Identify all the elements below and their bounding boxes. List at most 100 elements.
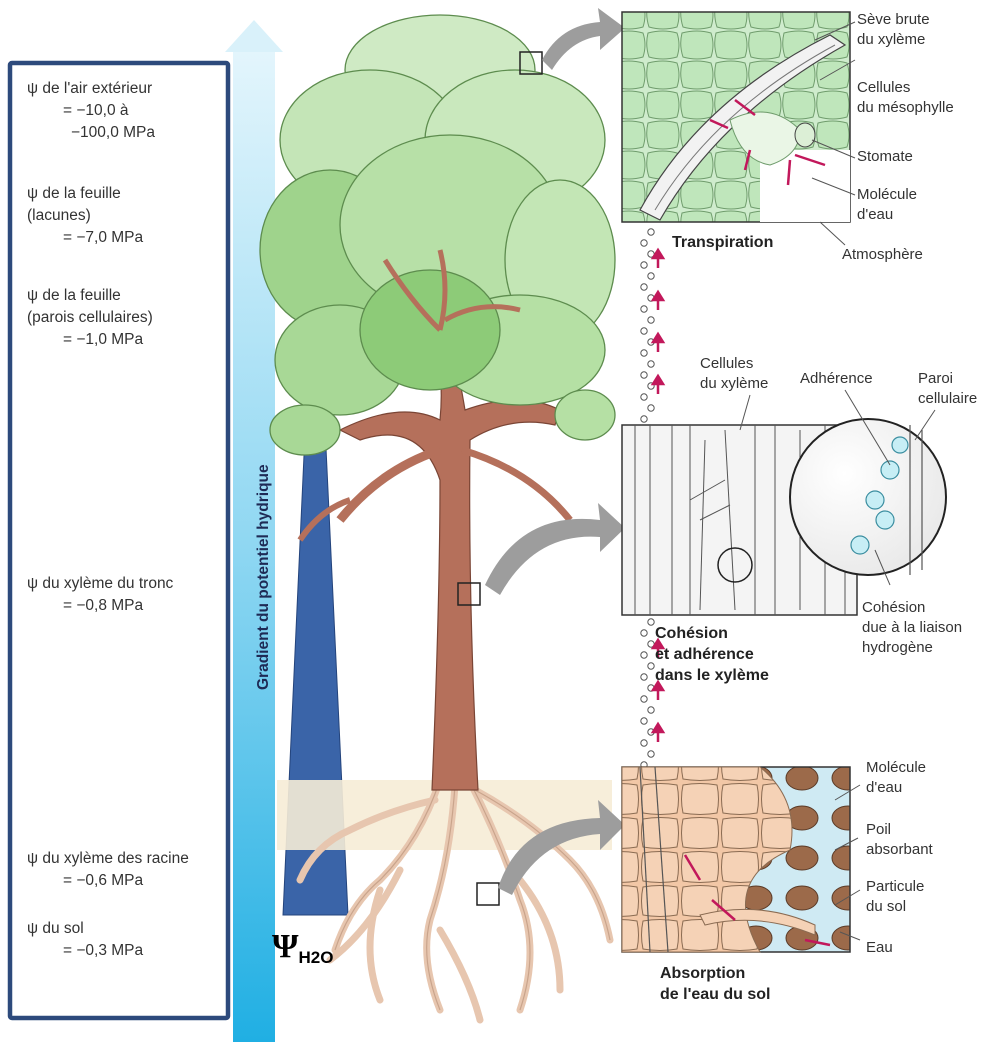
entry-air: ψ de l'air extérieur = −10,0 à −100,0 MP…	[27, 78, 155, 144]
entry-trunk-label: ψ du xylème du tronc	[27, 573, 173, 595]
label-adherence: Adhérence	[800, 369, 873, 389]
water-molecule	[641, 416, 647, 422]
label-cx-2: du xylème	[700, 374, 768, 394]
ascent-arrow	[653, 334, 663, 352]
cTitle-line: Cohésion	[655, 625, 728, 642]
label-poil-1: Poil	[866, 820, 933, 840]
entry-air-value-2: −100,0 MPa	[27, 122, 155, 144]
label-eau: Eau	[866, 938, 893, 958]
label-abs-mol-1: Molécule	[866, 758, 926, 778]
water-molecule	[648, 707, 654, 713]
cTitle-line: et adhérence	[655, 646, 754, 663]
label-poil-2: absorbant	[866, 840, 933, 860]
label-coh-2: due à la liaison	[862, 618, 962, 638]
entry-leaf-lacunes: ψ de la feuille (lacunes) = −7,0 MPa	[27, 183, 143, 249]
label-coh-1: Cohésion	[862, 598, 962, 618]
label-stomate: Stomate	[857, 147, 913, 167]
gradient-label: Gradient du potentiel hydrique	[255, 464, 273, 690]
marker-root	[477, 883, 499, 905]
water-molecule	[641, 350, 647, 356]
water-molecule	[641, 372, 647, 378]
ascent-arrow	[653, 724, 663, 742]
ascent-arrow	[653, 376, 663, 394]
water-molecule	[641, 328, 647, 334]
ascent-arrow	[653, 682, 663, 700]
entry-leaf-walls-value: = −1,0 MPa	[27, 329, 153, 351]
label-seve-1: Sève brute	[857, 10, 930, 30]
entry-roots-label: ψ du xylème des racine	[27, 848, 189, 870]
water-molecule	[641, 394, 647, 400]
cTitle-line: dans le xylème	[655, 667, 769, 684]
water-molecule	[641, 696, 647, 702]
absorption-title: Absorption de l'eau du sol	[660, 965, 771, 1003]
label-cohesion-liaison: Cohésion due à la liaison hydrogène	[862, 598, 962, 658]
entry-leaf-lacunes-label: ψ de la feuille	[27, 183, 143, 205]
entry-soil-value: = −0,3 MPa	[27, 940, 143, 962]
entry-trunk-value: = −0,8 MPa	[27, 595, 173, 617]
label-cellules-1: Cellules	[857, 78, 954, 98]
entry-air-label: ψ de l'air extérieur	[27, 78, 155, 100]
label-molecule-eau: Molécule d'eau	[857, 185, 917, 225]
label-poil-absorbant: Poil absorbant	[866, 820, 933, 860]
entry-soil: ψ du sol = −0,3 MPa	[27, 918, 143, 962]
label-seve-brute: Sève brute du xylème	[857, 10, 930, 50]
cohesion-title: Cohésion et adhérence dans le xylème	[655, 625, 769, 684]
entry-leaf-lacunes-value: = −7,0 MPa	[27, 227, 143, 249]
label-coh-3: hydrogène	[862, 638, 962, 658]
psi-h2o-label: ΨH2O	[272, 928, 333, 968]
water-molecule	[648, 663, 654, 669]
label-abs-mol-2: d'eau	[866, 778, 926, 798]
water-molecule	[641, 306, 647, 312]
aTitle-line: Absorption	[660, 965, 745, 982]
water-molecule	[641, 284, 647, 290]
tTitle-line: Transpiration	[672, 234, 773, 251]
inset-transpiration	[622, 12, 850, 222]
entry-leaf-walls: ψ de la feuille (parois cellulaires) = −…	[27, 285, 153, 351]
water-molecule	[648, 751, 654, 757]
inset-absorption	[622, 767, 850, 952]
water-molecule	[641, 630, 647, 636]
entry-leaf-walls-label: ψ de la feuille	[27, 285, 153, 307]
label-paroi-1: Paroi	[918, 369, 977, 389]
water-molecule	[641, 240, 647, 246]
water-molecule	[648, 361, 654, 367]
entry-leaf-walls-sub: (parois cellulaires)	[27, 307, 153, 329]
water-molecule	[648, 405, 654, 411]
label-molecule-1: Molécule	[857, 185, 917, 205]
label-paroi-2: cellulaire	[918, 389, 977, 409]
water-molecule	[648, 317, 654, 323]
entry-trunk: ψ du xylème du tronc = −0,8 MPa	[27, 573, 173, 617]
label-part-2: du sol	[866, 897, 924, 917]
label-part-1: Particule	[866, 877, 924, 897]
label-particule-sol: Particule du sol	[866, 877, 924, 917]
water-molecule	[641, 674, 647, 680]
entry-soil-label: ψ du sol	[27, 918, 143, 940]
transpiration-title: Transpiration	[672, 234, 773, 251]
water-molecule	[641, 262, 647, 268]
entry-roots: ψ du xylème des racine = −0,6 MPa	[27, 848, 189, 892]
label-cellules-mesophylle: Cellules du mésophylle	[857, 78, 954, 118]
entry-roots-value: = −0,6 MPa	[27, 870, 189, 892]
ascent-arrow	[653, 292, 663, 310]
water-molecule	[641, 740, 647, 746]
gradient-arrow	[225, 20, 283, 1042]
entry-air-value-1: = −10,0 à	[27, 100, 155, 122]
label-cellules-2: du mésophylle	[857, 98, 954, 118]
water-molecule	[641, 718, 647, 724]
water-molecule	[648, 619, 654, 625]
entry-leaf-lacunes-sub: (lacunes)	[27, 205, 143, 227]
label-cellules-xyleme: Cellules du xylème	[700, 354, 768, 394]
psi-symbol: Ψ	[272, 928, 299, 965]
label-paroi-cellulaire: Paroi cellulaire	[918, 369, 977, 409]
label-cx-1: Cellules	[700, 354, 768, 374]
label-abs-molecule: Molécule d'eau	[866, 758, 926, 798]
water-molecule	[641, 652, 647, 658]
label-molecule-2: d'eau	[857, 205, 917, 225]
water-molecule	[648, 229, 654, 235]
psi-subscript: H2O	[299, 948, 334, 967]
ascent-arrow	[653, 250, 663, 268]
label-atmosphere: Atmosphère	[842, 245, 923, 265]
water-molecule	[648, 273, 654, 279]
label-seve-2: du xylème	[857, 30, 930, 50]
aTitle-line: de l'eau du sol	[660, 986, 771, 1003]
